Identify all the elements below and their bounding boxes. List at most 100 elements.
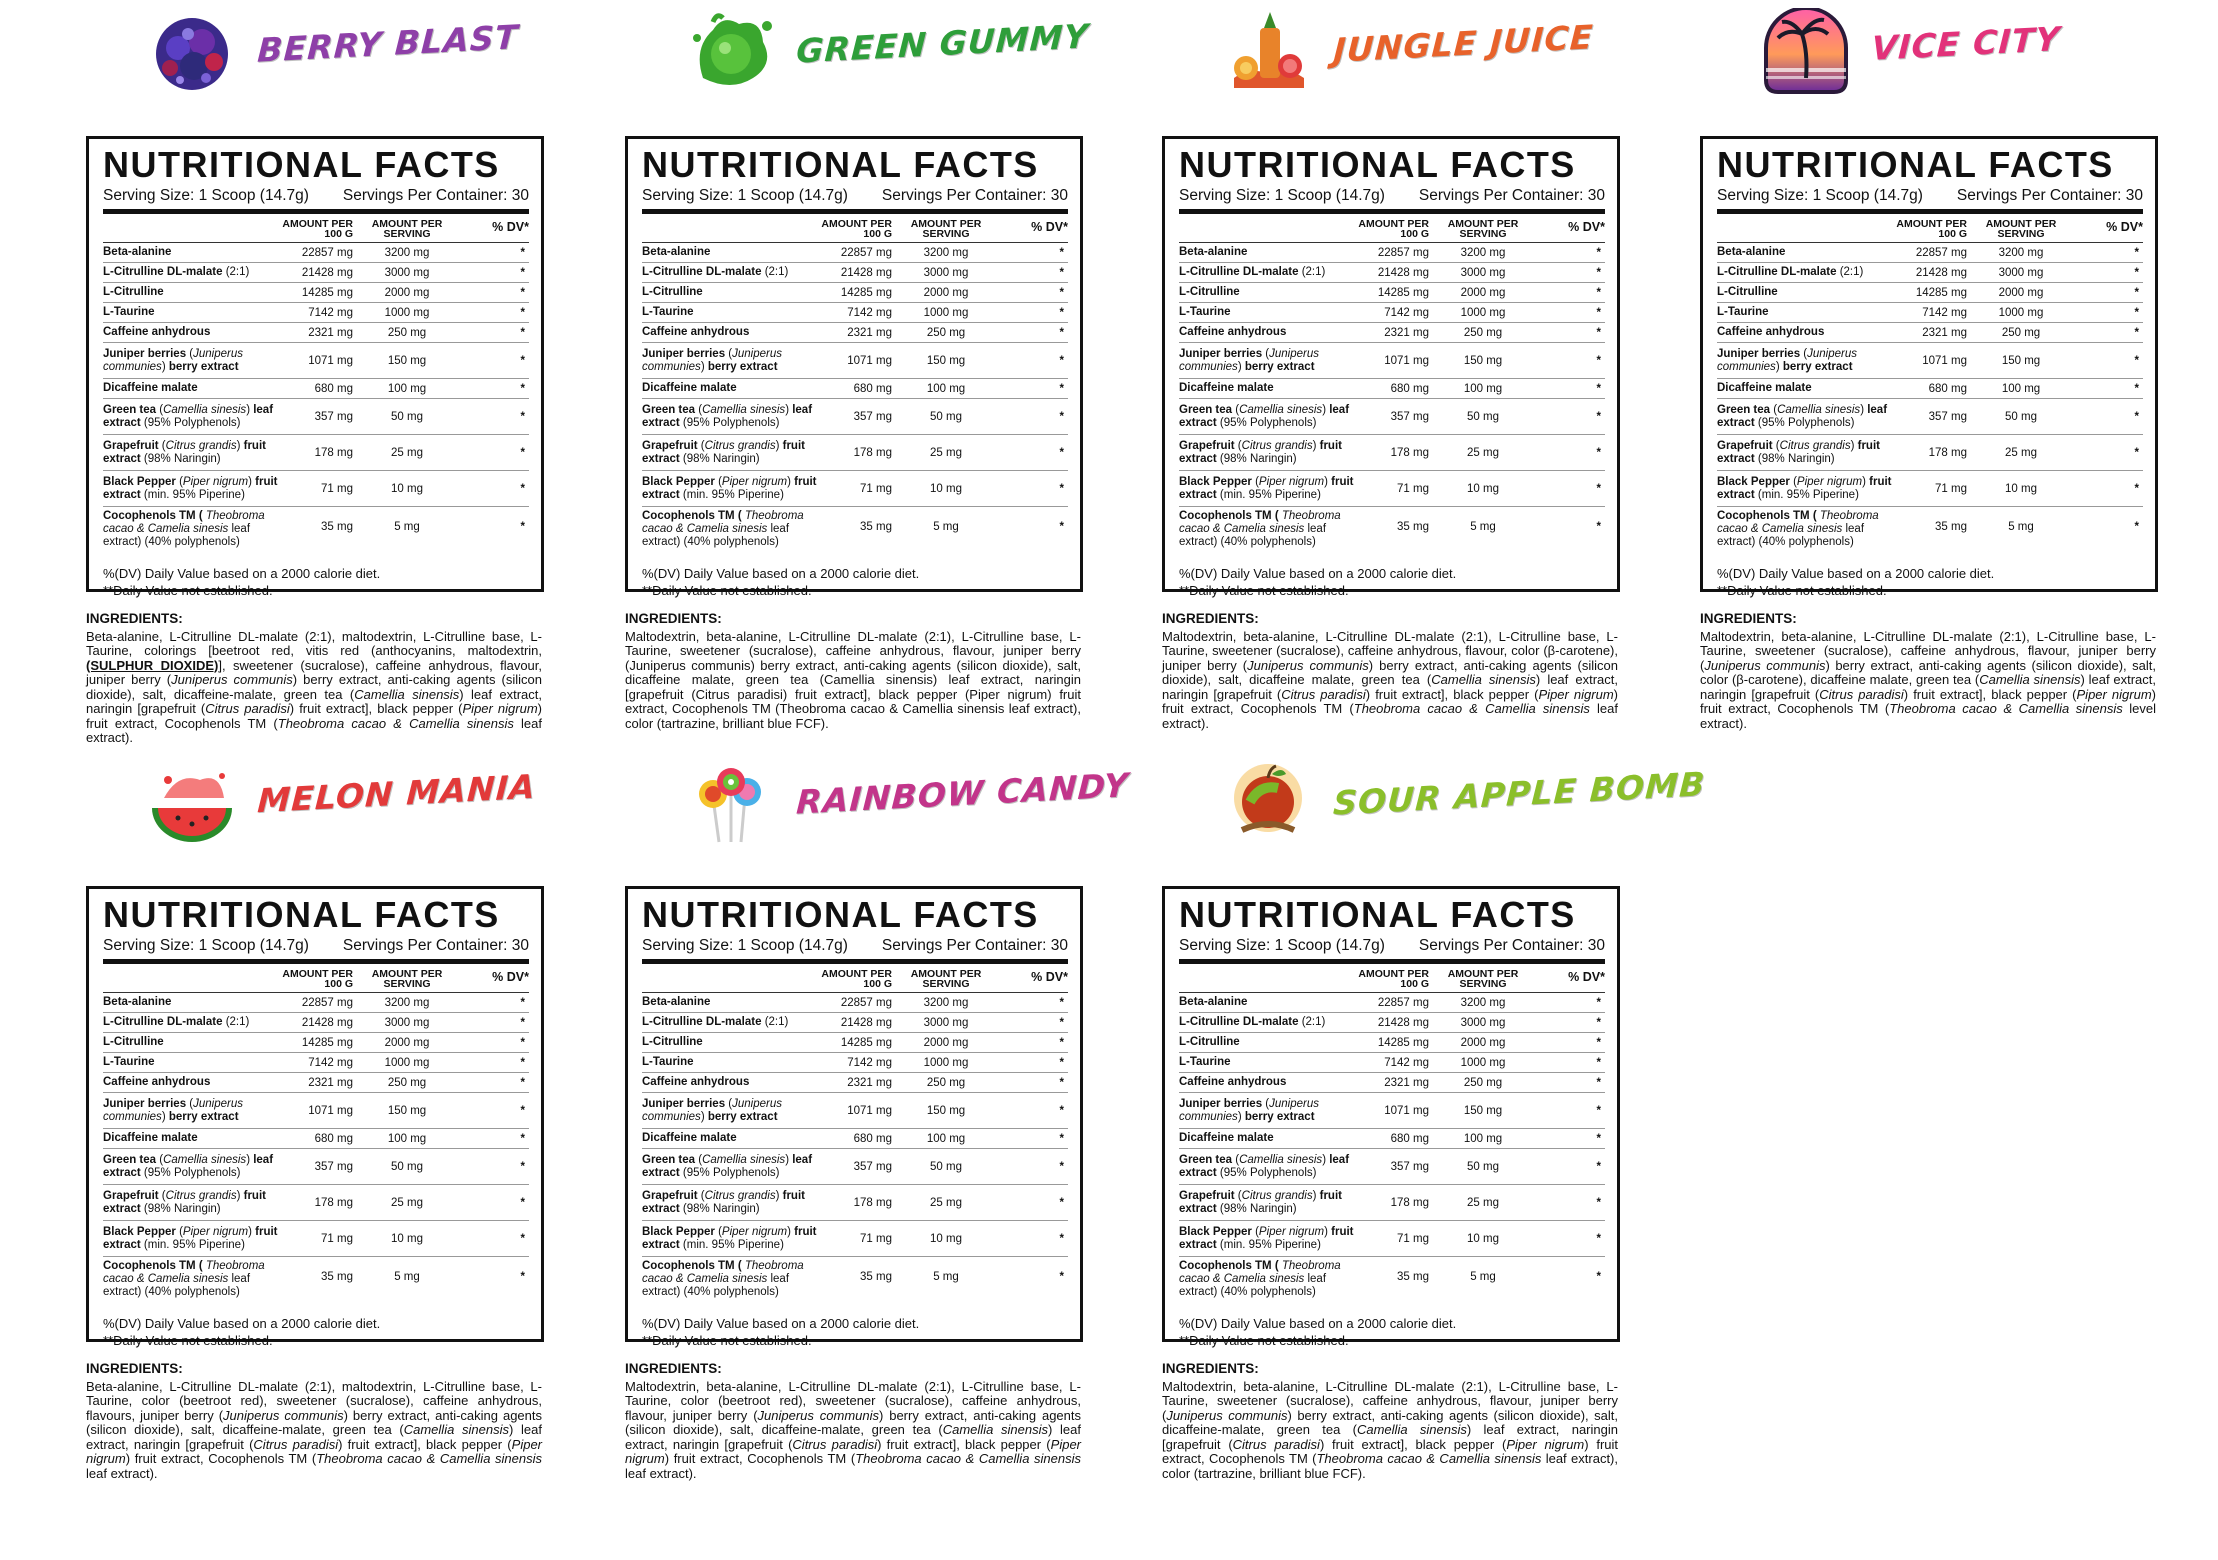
amount-per-100g: 71 mg	[1397, 1232, 1429, 1245]
nutrient-name: Beta-alanine	[1179, 246, 1248, 258]
nutrient-name: Juniper berries (Juniperus communies) be…	[1179, 347, 1320, 373]
nutrient-row: Black Pepper (Piper nigrum) fruit extrac…	[103, 471, 529, 507]
amount-per-100g: 35 mg	[860, 1271, 892, 1283]
daily-value: *	[520, 1076, 525, 1089]
nutrient-row: Green tea (Camellia sinesis) leaf extrac…	[642, 399, 1068, 435]
daily-value: *	[1596, 1271, 1601, 1283]
lollipops-icon	[683, 758, 779, 849]
apple-explosion-icon	[1220, 758, 1316, 849]
nutrient-name: Caffeine anhydrous	[642, 326, 750, 338]
amount-per-100g: 71 mg	[860, 1232, 892, 1245]
amount-per-serving: 25 mg	[1467, 1196, 1499, 1209]
amount-per-100g: 178 mg	[314, 446, 353, 459]
amount-per-serving: 1000 mg	[1998, 306, 2044, 319]
nutrient-row: Juniper berries (Juniperus communies) be…	[103, 1093, 529, 1129]
amount-per-100g: 14285 mg	[301, 1036, 353, 1049]
amount-per-100g: 680 mg	[1390, 382, 1429, 395]
nutrient-name: Grapefruit (Citrus grandis) fruit extrac…	[1179, 439, 1342, 465]
serving-info: Serving Size: 1 Scoop (14.7g) Servings P…	[103, 187, 529, 205]
ingredients-text: Maltodextrin, beta-alanine, L-Citrulline…	[625, 628, 1081, 731]
daily-value: *	[520, 1271, 525, 1283]
ingredients-block: INGREDIENTS: Beta-alanine, L-Citrulline …	[86, 1361, 542, 1481]
footnote-dv: %(DV) Daily Value based on a 2000 calori…	[642, 566, 920, 581]
nutrient-name: Green tea (Camellia sinesis) leaf extrac…	[103, 1153, 274, 1179]
nutrient-row: Cocophenols TM ( Theobroma cacao & Camel…	[642, 507, 1068, 553]
daily-value: *	[1059, 1132, 1064, 1145]
footnote-dv: %(DV) Daily Value based on a 2000 calori…	[1179, 1316, 1457, 1331]
daily-value: *	[520, 354, 525, 367]
amount-per-100g: 2321 mg	[847, 326, 892, 339]
amount-per-serving: 3200 mg	[1998, 246, 2044, 259]
amount-per-100g: 680 mg	[314, 382, 353, 395]
amount-per-100g: 22857 mg	[1377, 246, 1429, 259]
daily-value: *	[2134, 410, 2139, 423]
servings-per-container: Servings Per Container: 30	[881, 187, 1068, 204]
amount-per-100g: 680 mg	[853, 1132, 892, 1145]
daily-value: *	[1596, 1076, 1601, 1089]
daily-value: *	[1596, 286, 1601, 299]
amount-per-100g: 357 mg	[314, 410, 353, 423]
daily-value: *	[1059, 996, 1064, 1009]
nutrient-row: Black Pepper (Piper nigrum) fruit extrac…	[642, 471, 1068, 507]
daily-value: *	[1059, 1160, 1064, 1173]
amount-per-100g: 357 mg	[314, 1160, 353, 1173]
daily-value: *	[1059, 326, 1064, 339]
amount-per-serving: 3200 mg	[1460, 246, 1506, 259]
amount-per-100g: 22857 mg	[840, 246, 892, 259]
daily-value: *	[1059, 1016, 1064, 1029]
panel-title: NUTRITIONAL FACTS	[1179, 894, 1576, 935]
serving-size: Serving Size: 1 Scoop (14.7g)	[1179, 187, 1385, 204]
amount-per-serving: 100 mg	[926, 1132, 966, 1145]
nutrient-name: Beta-alanine	[1179, 996, 1248, 1008]
nutrient-name: Green tea (Camellia sinesis) leaf extrac…	[642, 403, 813, 429]
nutrient-name: Beta-alanine	[103, 246, 172, 258]
serving-size: Serving Size: 1 Scoop (14.7g)	[642, 187, 848, 204]
amount-per-100g: 35 mg	[1397, 1271, 1429, 1283]
amount-per-100g: 35 mg	[321, 521, 353, 533]
nutrient-name: Caffeine anhydrous	[1717, 326, 1825, 338]
daily-value: *	[1596, 482, 1601, 495]
amount-per-100g: 14285 mg	[1915, 286, 1967, 299]
daily-value: *	[1059, 266, 1064, 279]
nutrient-name: L-Taurine	[642, 306, 694, 318]
amount-per-100g: 680 mg	[1928, 382, 1967, 395]
daily-value: *	[520, 1104, 525, 1117]
amount-per-100g: 21428 mg	[1377, 1016, 1429, 1029]
nutrient-name: Juniper berries (Juniperus communies) be…	[642, 347, 783, 373]
amount-per-100g: 178 mg	[1390, 446, 1429, 459]
flavor-name: SOUR APPLE BOMB	[1332, 764, 1707, 823]
divider	[1717, 209, 2143, 214]
amount-per-100g: 2321 mg	[308, 1076, 353, 1089]
panel-title: NUTRITIONAL FACTS	[1717, 144, 2114, 185]
amount-per-serving: 5 mg	[394, 521, 420, 533]
nutrient-name: Dicaffeine malate	[642, 382, 737, 394]
nutrient-row: Cocophenols TM ( Theobroma cacao & Camel…	[103, 1257, 529, 1303]
nutrient-name: Juniper berries (Juniperus communies) be…	[1717, 347, 1858, 373]
nutrition-facts-panel: NUTRITIONAL FACTS Serving Size: 1 Scoop …	[1162, 886, 1620, 1348]
ingredients-heading: INGREDIENTS:	[86, 611, 183, 626]
amount-per-serving: 250 mg	[2001, 326, 2041, 339]
amount-per-100g: 7142 mg	[847, 1056, 892, 1069]
nutrient-name: Beta-alanine	[1717, 246, 1786, 258]
ingredients-heading: INGREDIENTS:	[1162, 1361, 1259, 1376]
amount-per-100g: 71 mg	[1935, 482, 1967, 495]
amount-per-100g: 35 mg	[1397, 521, 1429, 533]
nutrient-row: Juniper berries (Juniperus communies) be…	[1179, 343, 1605, 379]
flavor-name: GREEN GUMMY	[795, 16, 1090, 71]
daily-value: *	[1059, 1036, 1064, 1049]
nutrient-name: Black Pepper (Piper nigrum) fruit extrac…	[103, 475, 278, 501]
amount-per-serving: 100 mg	[2001, 382, 2041, 395]
